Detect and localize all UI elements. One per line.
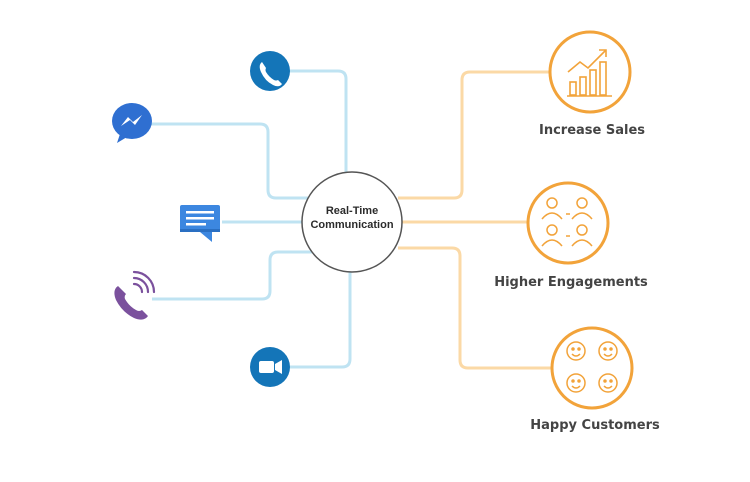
chat-message-icon	[180, 205, 220, 242]
growth-chart-icon	[567, 49, 612, 97]
connector-messenger	[150, 122, 312, 200]
customers-label: Happy Customers	[530, 418, 660, 433]
connector-phone	[284, 69, 348, 178]
outcome-higher-engagements: Higher Engagements	[494, 181, 648, 290]
center-circle	[301, 171, 403, 273]
sales-label: Increase Sales	[539, 123, 645, 138]
smiley-faces-icon	[566, 341, 618, 393]
outcome-increase-sales: Increase Sales	[539, 30, 645, 138]
center-label-line1: Real-Time	[326, 205, 378, 217]
viber-icon	[114, 270, 156, 320]
connector-video	[284, 268, 352, 369]
customers-circle	[550, 326, 634, 410]
people-group-icon	[541, 197, 593, 247]
connector-sales	[398, 70, 552, 200]
center-node: Real-Time Communication	[301, 171, 403, 273]
channel-connectors	[150, 69, 352, 369]
connector-viber	[152, 250, 312, 301]
phone-icon	[250, 51, 290, 91]
outcome-connectors	[398, 70, 552, 370]
outcome-happy-customers: Happy Customers	[530, 326, 660, 433]
connector-customers	[398, 246, 552, 370]
engagements-circle	[526, 181, 610, 265]
video-camera-icon	[250, 347, 290, 387]
center-label-line2: Communication	[310, 219, 393, 231]
engagements-label: Higher Engagements	[494, 275, 648, 290]
messenger-icon	[112, 103, 152, 143]
